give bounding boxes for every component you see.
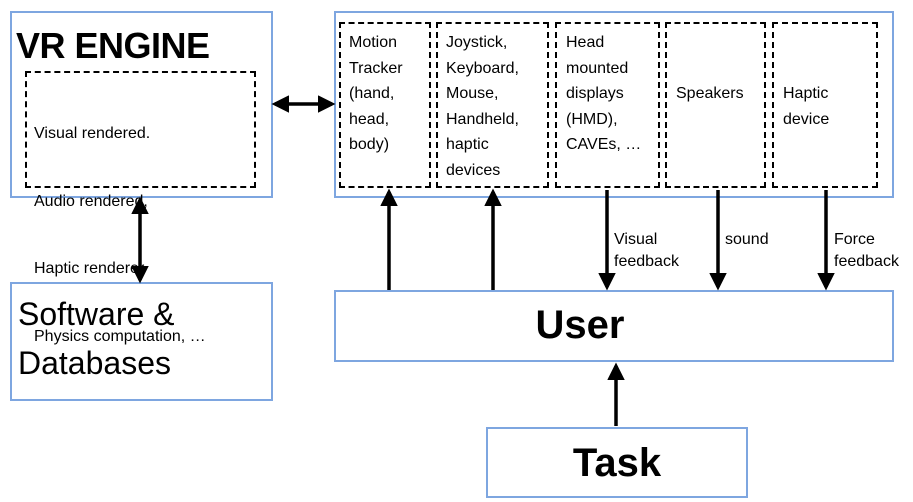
software-databases-box <box>10 282 273 401</box>
vr-engine-item: Physics computation, … <box>34 327 206 345</box>
motion-tracker-box <box>339 22 431 188</box>
task-label: Task <box>572 441 662 485</box>
motion-tracker-label: Motion Tracker (hand, head, body) <box>349 34 403 153</box>
speakers-label: Speakers <box>676 85 744 102</box>
sound-label: sound <box>725 231 769 248</box>
devices-box <box>334 11 894 198</box>
input-devices-box <box>436 22 549 188</box>
haptic-device-label: Haptic device <box>783 85 830 128</box>
task-box <box>486 427 748 498</box>
user-box <box>334 290 894 362</box>
vr-engine-title: VR ENGINE <box>16 25 210 66</box>
hmd-label: Head mounted displays (HMD), CAVEs, … <box>566 34 642 153</box>
vr-engine-box <box>10 11 273 198</box>
haptic-device-box <box>772 22 878 188</box>
vr-engine-item: Audio rendered, <box>34 192 148 210</box>
vr-engine-components: Visual rendered. Audio rendered, Haptic … <box>34 78 206 371</box>
input-devices-label: Joystick, Keyboard, Mouse, Handheld, hap… <box>446 34 519 179</box>
force-feedback-label: Force feedback <box>834 231 899 270</box>
user-label: User <box>535 303 625 347</box>
vr-engine-components-box <box>25 71 256 188</box>
hmd-box <box>555 22 660 188</box>
speakers-box <box>665 22 766 188</box>
visual-feedback-label: Visual feedback <box>614 231 679 270</box>
vr-engine-item: Visual rendered. <box>34 125 151 142</box>
vr-engine-item: Haptic renderer <box>34 260 145 277</box>
software-databases-label: Software & Databases <box>18 296 175 381</box>
